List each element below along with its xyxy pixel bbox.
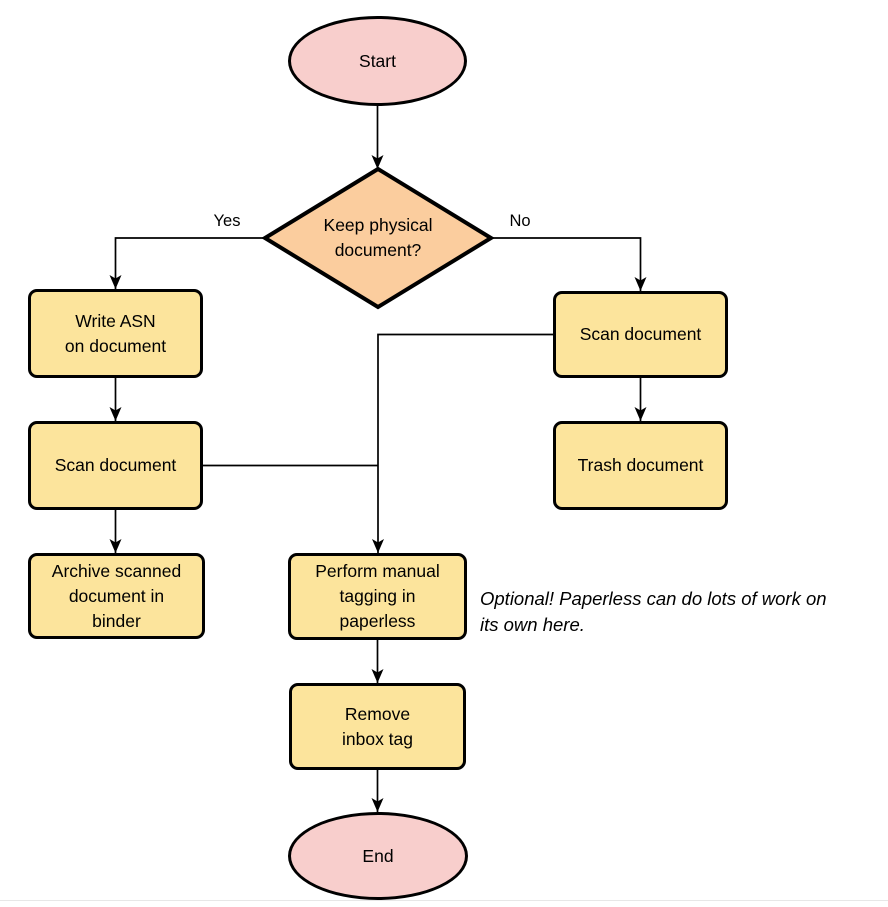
annotation-note: Optional! Paperless can do lots of work …: [480, 588, 827, 635]
node-start-label: Start: [359, 50, 396, 71]
node-scan-document-left-label: Scan document: [54, 455, 177, 475]
node-remove-inbox-tag-label: Remove inbox tag: [341, 703, 414, 749]
edge-label-yes: Yes: [213, 212, 241, 230]
node-manual-tagging: Perform manual tagging in paperless: [288, 553, 467, 640]
node-end: End: [288, 812, 468, 900]
edge-decision-yes-to-write-asn: [109, 237, 265, 289]
node-archive-scanned-document-label: Archive scanned document in binder: [51, 560, 182, 631]
node-scan-document-right: Scan document: [553, 291, 728, 378]
node-write-asn: Write ASN on document: [28, 289, 203, 378]
node-decision-label: Keep physical document?: [323, 215, 433, 260]
edge-scan-right-to-tagging: [372, 333, 553, 553]
edge-decision-no-to-scan-right: [491, 237, 647, 291]
bottom-divider: [0, 900, 888, 901]
node-trash-document-label: Trash document: [577, 455, 704, 475]
node-remove-inbox-tag: Remove inbox tag: [289, 683, 466, 770]
node-scan-document-left: Scan document: [28, 421, 203, 510]
node-manual-tagging-label: Perform manual tagging in paperless: [315, 561, 440, 631]
node-trash-document: Trash document: [553, 421, 728, 510]
node-scan-document-right-label: Scan document: [579, 324, 702, 344]
edge-label-no: No: [509, 212, 531, 230]
node-write-asn-label: Write ASN on document: [64, 310, 167, 356]
node-end-label: End: [362, 845, 394, 866]
node-start: Start: [288, 16, 467, 106]
node-archive-scanned-document: Archive scanned document in binder: [28, 553, 205, 639]
